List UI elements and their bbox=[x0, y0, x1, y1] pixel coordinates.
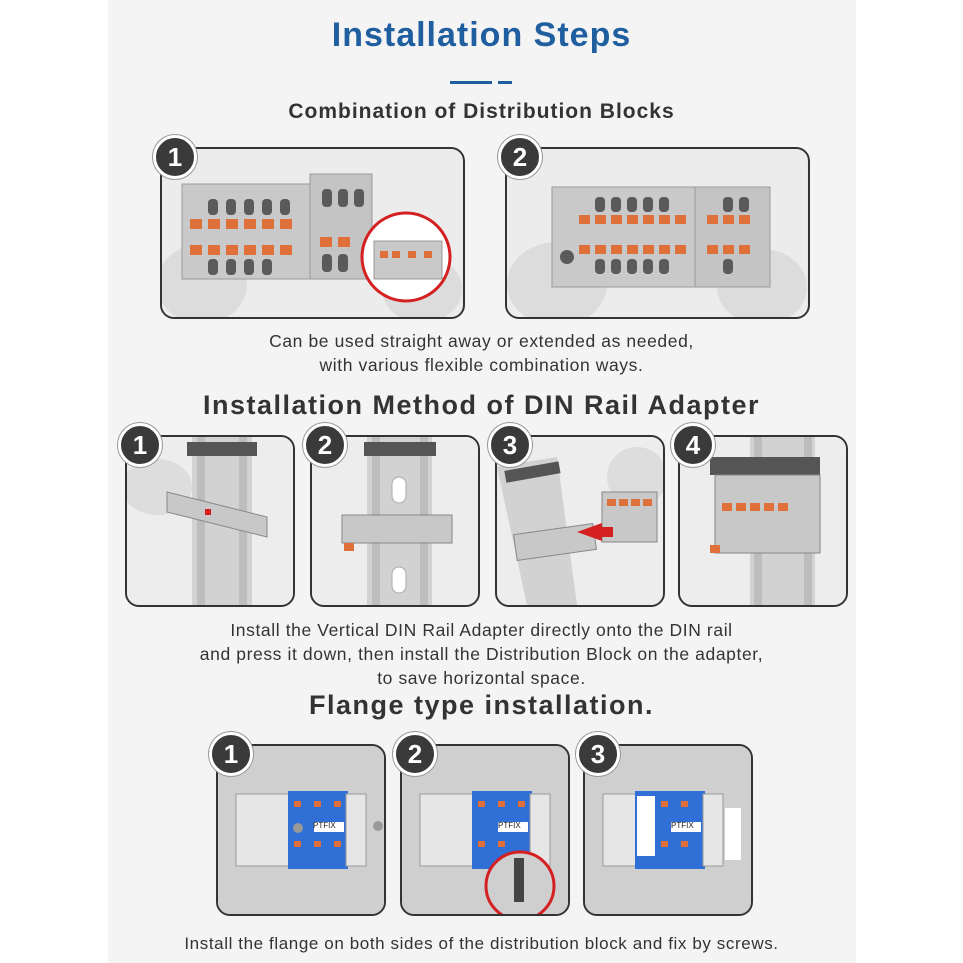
din-photo-3 bbox=[495, 435, 665, 607]
flange-photo-2 bbox=[400, 744, 570, 916]
flange-label-1: PTFIX bbox=[313, 821, 336, 830]
din-caption-line-1: Install the Vertical DIN Rail Adapter di… bbox=[230, 620, 733, 640]
flange-step-badge-3: 3 bbox=[576, 732, 620, 776]
title-underline bbox=[450, 81, 492, 84]
combination-caption-line-2: with various flexible combination ways. bbox=[319, 355, 644, 375]
din-step-badge-2: 2 bbox=[303, 423, 347, 467]
flange-caption: Install the flange on both sides of the … bbox=[184, 934, 779, 953]
din-photo-4 bbox=[678, 435, 848, 607]
din-caption-line-2: and press it down, then install the Dist… bbox=[199, 644, 764, 664]
flange-step-badge-1: 1 bbox=[209, 732, 253, 776]
combination-photo-2 bbox=[505, 147, 810, 319]
combination-photo-1 bbox=[160, 147, 465, 319]
title-underline-accent bbox=[498, 81, 512, 84]
combination-heading: Combination of Distribution Blocks bbox=[288, 100, 675, 123]
step-badge-2: 2 bbox=[498, 135, 542, 179]
din-photo-2 bbox=[310, 435, 480, 607]
din-heading: Installation Method of DIN Rail Adapter bbox=[202, 390, 760, 420]
din-step-badge-1: 1 bbox=[118, 423, 162, 467]
din-step-badge-3: 3 bbox=[488, 423, 532, 467]
din-photo-1 bbox=[125, 435, 295, 607]
combination-caption-line-1: Can be used straight away or extended as… bbox=[269, 331, 694, 351]
din-caption-line-3: to save horizontal space. bbox=[377, 668, 586, 688]
flange-photo-3 bbox=[583, 744, 753, 916]
flange-label-2: PTFIX bbox=[498, 821, 521, 830]
flange-photo-1 bbox=[216, 744, 386, 916]
page-title: Installation Steps bbox=[331, 16, 632, 54]
flange-heading: Flange type installation. bbox=[308, 690, 655, 720]
flange-step-badge-2: 2 bbox=[393, 732, 437, 776]
flange-label-3: PTFIX bbox=[671, 821, 694, 830]
step-badge-1: 1 bbox=[153, 135, 197, 179]
din-step-badge-4: 4 bbox=[671, 423, 715, 467]
